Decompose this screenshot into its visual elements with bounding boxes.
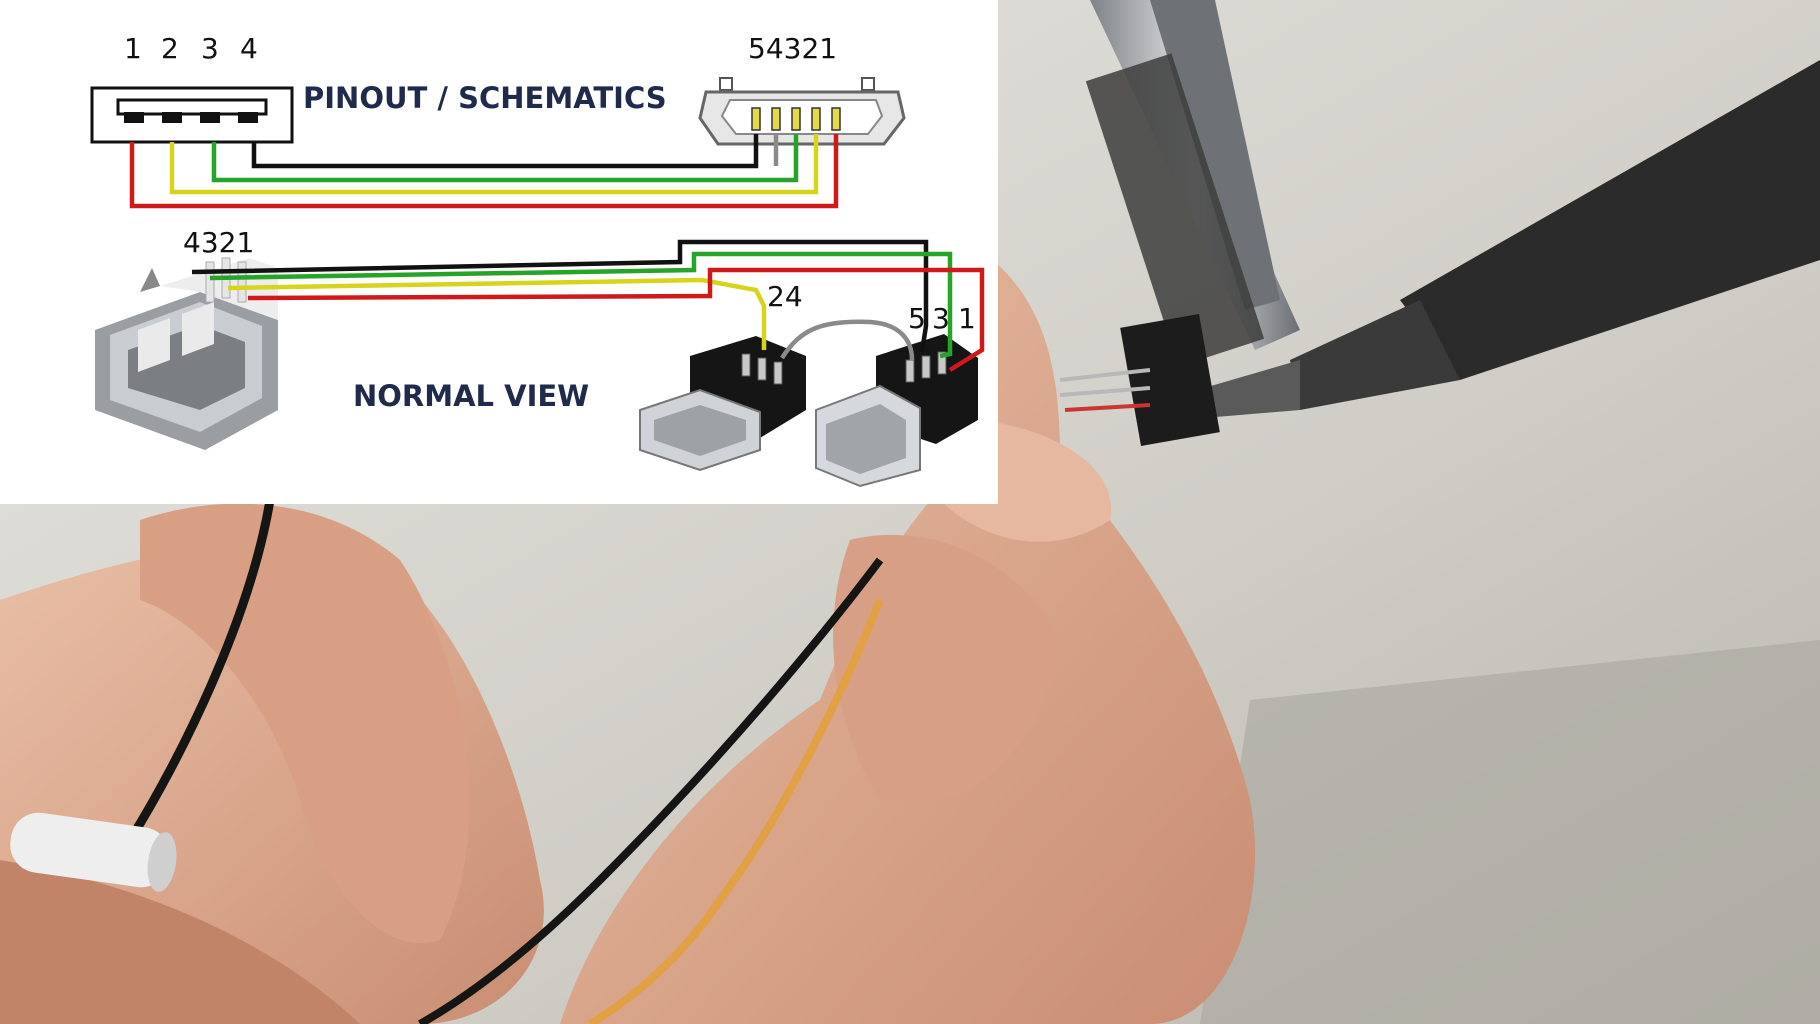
left-plug-pins-label: 24 bbox=[767, 280, 803, 313]
usb-a-connector-photo bbox=[95, 257, 278, 450]
gray-normal-wire bbox=[780, 319, 915, 361]
micro-usb-schematic bbox=[698, 77, 906, 146]
black-normal-wire bbox=[191, 239, 929, 353]
usb-a-pin-2-label: 2 bbox=[161, 32, 179, 65]
micro-usb-plug-right bbox=[815, 334, 978, 488]
yellow-schematic-wire bbox=[169, 134, 819, 195]
usb-a-photo-pins-label: 4321 bbox=[183, 226, 254, 259]
normal-view-label: NORMAL VIEW bbox=[353, 379, 589, 413]
usb-a-pin-4-label: 4 bbox=[240, 32, 258, 65]
helping-hand-clip bbox=[1085, 0, 1300, 367]
usb-a-schematic bbox=[90, 86, 294, 144]
red-normal-wire bbox=[247, 267, 985, 372]
right-plug-pin-1-label: 1 bbox=[958, 302, 976, 335]
green-normal-wire bbox=[209, 251, 953, 359]
micro-usb-connector bbox=[1059, 313, 1220, 447]
right-plug-pin-3-label: 3 bbox=[932, 302, 950, 335]
red-schematic-wire bbox=[129, 134, 839, 209]
usb-a-pin-1-label: 1 bbox=[124, 32, 142, 65]
pinout-diagram: 1 2 3 4 PINOUT / SCHEMATICS 54321 bbox=[90, 32, 985, 488]
normal-view-wires bbox=[191, 239, 985, 372]
soldering-iron bbox=[1180, 60, 1820, 420]
yellow-normal-wire bbox=[227, 277, 767, 350]
micro-usb-plug-left bbox=[639, 336, 806, 472]
pinout-diagram-panel: 1 2 3 4 PINOUT / SCHEMATICS 54321 bbox=[0, 0, 998, 504]
heat-shrink-tube bbox=[10, 812, 177, 892]
right-plug-pin-5-label: 5 bbox=[908, 302, 926, 335]
schematic-wires bbox=[129, 134, 839, 209]
black-schematic-wire bbox=[251, 134, 759, 169]
micro-usb-pins-label: 54321 bbox=[748, 32, 837, 65]
diagram-title: PINOUT / SCHEMATICS bbox=[303, 81, 667, 115]
left-hand bbox=[0, 503, 544, 1024]
orange-wire bbox=[587, 598, 884, 1024]
green-schematic-wire bbox=[211, 134, 799, 183]
usb-a-pin-3-label: 3 bbox=[201, 32, 219, 65]
black-wire bbox=[126, 499, 884, 1024]
